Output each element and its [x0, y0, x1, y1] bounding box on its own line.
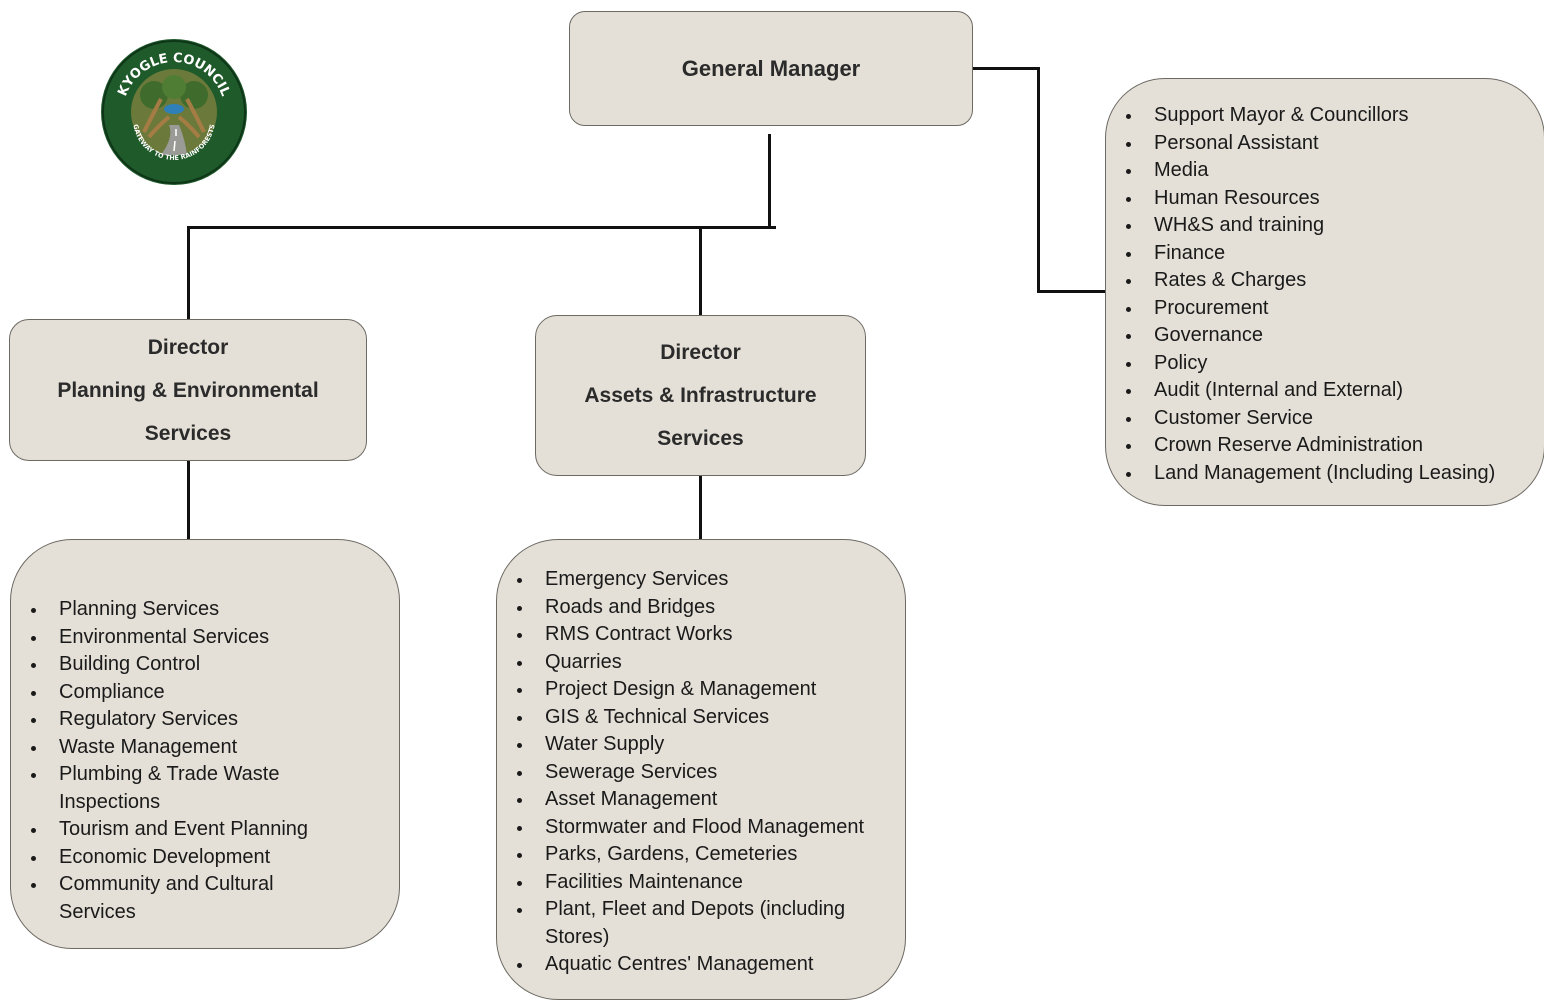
list-item: Aquatic Centres' Management: [497, 951, 867, 979]
list-item: Project Design & Management: [497, 676, 867, 704]
list-item: Asset Management: [497, 786, 867, 814]
list-item: Tourism and Event Planning: [11, 816, 331, 844]
list-item: Support Mayor & Councillors: [1106, 102, 1544, 130]
director-assets-box: Director Assets & Infrastructure Service…: [535, 315, 866, 476]
list-item: Facilities Maintenance: [497, 869, 867, 897]
director-planning-title-line: Services: [144, 421, 232, 445]
director-assets-title-line: Director: [660, 341, 741, 364]
list-item: Plant, Fleet and Depots (including Store…: [497, 896, 867, 951]
list-item: Policy: [1106, 350, 1544, 378]
list-item: Community and Cultural Services: [11, 871, 331, 926]
list-item: Sewerage Services: [497, 759, 867, 787]
general-manager-title: General Manager: [681, 55, 861, 81]
list-item: Land Management (Including Leasing): [1106, 460, 1544, 488]
list-item: Regulatory Services: [11, 706, 331, 734]
list-item: Rates & Charges: [1106, 267, 1544, 295]
connector-to-gm-list: [1037, 290, 1106, 293]
list-item: Procurement: [1106, 295, 1544, 323]
connector-gm-right-vertical: [1037, 67, 1040, 293]
kyogle-council-logo: KYOGLE COUNCIL GATEWAY TO THE RAINFOREST…: [99, 37, 249, 187]
list-item: Parks, Gardens, Cemeteries: [497, 841, 867, 869]
director-planning-title-line: Director: [147, 335, 229, 359]
list-item: GIS & Technical Services: [497, 704, 867, 732]
list-item: Crown Reserve Administration: [1106, 432, 1544, 460]
connector-planning-director-down: [187, 461, 190, 540]
director-planning-title-line: Planning & Environmental: [57, 378, 319, 402]
list-item: Economic Development: [11, 844, 331, 872]
logo-emblem-icon: KYOGLE COUNCIL GATEWAY TO THE RAINFOREST…: [101, 39, 247, 185]
general-manager-box: General Manager: [569, 11, 973, 126]
list-item: Audit (Internal and External): [1106, 377, 1544, 405]
list-item: Building Control: [11, 651, 331, 679]
connector-gm-down: [768, 134, 771, 227]
list-item: Personal Assistant: [1106, 130, 1544, 158]
list-item: Governance: [1106, 322, 1544, 350]
list-item: RMS Contract Works: [497, 621, 867, 649]
connector-to-assets-director: [699, 226, 702, 316]
list-item: Waste Management: [11, 734, 331, 762]
connector-horizontal-bus: [187, 226, 776, 229]
connector-to-planning-director: [187, 226, 190, 320]
list-item: Human Resources: [1106, 185, 1544, 213]
list-item: Finance: [1106, 240, 1544, 268]
list-item: Plumbing & Trade Waste Inspections: [11, 761, 331, 816]
director-assets-title-line: Services: [657, 427, 744, 450]
list-item: Compliance: [11, 679, 331, 707]
list-item: Emergency Services: [497, 566, 867, 594]
list-item: Quarries: [497, 649, 867, 677]
list-item: Water Supply: [497, 731, 867, 759]
list-item: Planning Services: [11, 596, 331, 624]
list-item: Stormwater and Flood Management: [497, 814, 867, 842]
list-item: Customer Service: [1106, 405, 1544, 433]
list-item: Roads and Bridges: [497, 594, 867, 622]
list-item: Media: [1106, 157, 1544, 185]
connector-assets-director-down: [699, 476, 702, 540]
list-item: Environmental Services: [11, 624, 331, 652]
list-item: WH&S and training: [1106, 212, 1544, 240]
connector-gm-right: [973, 67, 1040, 70]
director-assets-title-line: Assets & Infrastructure: [584, 384, 817, 407]
director-planning-box: Director Planning & Environmental Servic…: [9, 319, 367, 461]
